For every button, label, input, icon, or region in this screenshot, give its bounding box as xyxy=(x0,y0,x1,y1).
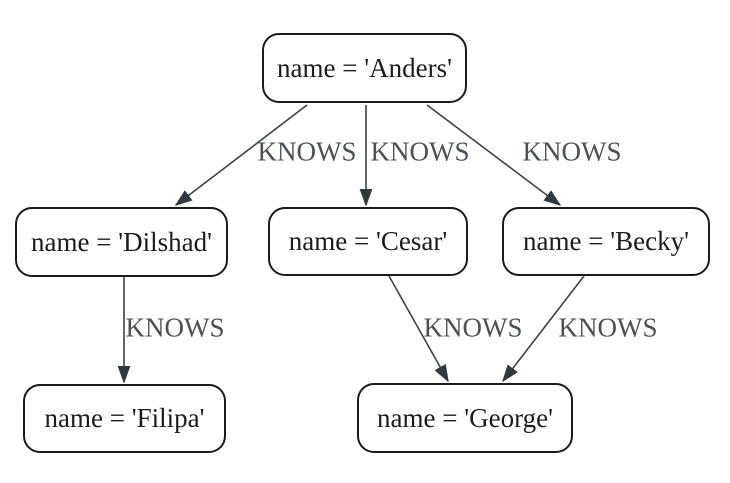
edge-anders-becky xyxy=(426,104,560,205)
edge-becky-george xyxy=(503,275,585,381)
edge-cesar-george xyxy=(388,275,448,381)
edge-group xyxy=(124,104,585,382)
edge-anders-dilshad xyxy=(176,104,308,205)
